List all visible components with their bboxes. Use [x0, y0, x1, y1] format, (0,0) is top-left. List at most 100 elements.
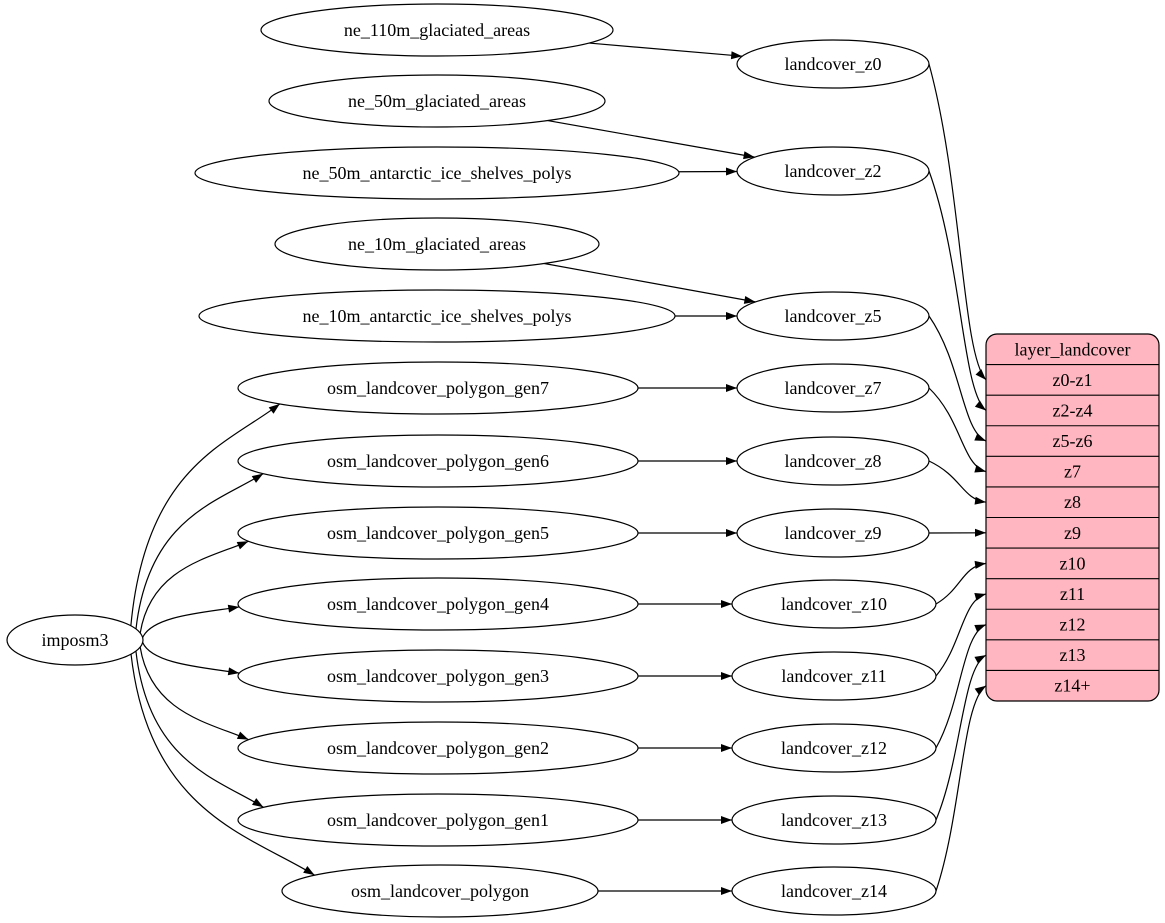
edge-ne_10m_glaciated_areas-landcover_z5-arrowhead — [743, 295, 756, 304]
node-ne_110m_glaciated_areas: ne_110m_glaciated_areas — [260, 3, 614, 57]
edge-landcover_z13-layer_landcover-z13-arrowhead — [974, 655, 986, 664]
node-osm_landcover_polygon-label: osm_landcover_polygon — [351, 881, 529, 901]
node-ne_10m_antarctic_ice_shelves_polys-label: ne_10m_antarctic_ice_shelves_polys — [303, 306, 572, 326]
edge-landcover_z12-layer_landcover-z12-arrowhead — [974, 624, 986, 633]
edge-osm_landcover_polygon_gen6-landcover_z8-arrowhead — [726, 457, 737, 465]
node-landcover_z5-shape — [736, 291, 930, 341]
edge-imposm3-osm_landcover_polygon — [130, 654, 315, 876]
table-row-z0-z1: z0-z1 — [1053, 370, 1093, 390]
edge-imposm3-osm_landcover_polygon_gen3 — [142, 642, 240, 674]
nodes: imposm3 ne_110m_glaciated_areas ne_50m_gla… — [6, 3, 937, 918]
node-landcover_z10-shape — [731, 579, 937, 629]
node-ne_10m_antarctic_ice_shelves_polys-shape — [198, 289, 676, 343]
table-row-z13: z13 — [1060, 645, 1086, 665]
node-landcover_z13: landcover_z13 — [731, 795, 937, 845]
edge-landcover_z0-layer_landcover-z0-z1-arrowhead — [975, 369, 986, 380]
node-landcover_z5-label: landcover_z5 — [785, 306, 882, 326]
node-ne_110m_glaciated_areas-label: ne_110m_glaciated_areas — [344, 20, 530, 40]
node-landcover_z8-shape — [736, 436, 930, 486]
node-ne_10m_glaciated_areas-label: ne_10m_glaciated_areas — [348, 234, 526, 254]
node-osm_landcover_polygon_gen7: osm_landcover_polygon_gen7 — [237, 361, 639, 415]
node-osm_landcover_polygon_gen2: osm_landcover_polygon_gen2 — [237, 721, 639, 775]
node-ne_50m_glaciated_areas: ne_50m_glaciated_areas — [268, 74, 606, 128]
node-osm_landcover_polygon_gen6-label: osm_landcover_polygon_gen6 — [327, 451, 549, 471]
edges — [130, 42, 987, 895]
node-landcover_z13-label: landcover_z13 — [781, 810, 887, 830]
node-osm_landcover_polygon_gen5-label: osm_landcover_polygon_gen5 — [327, 523, 549, 543]
node-landcover_z9: landcover_z9 — [736, 508, 930, 558]
node-osm_landcover_polygon_gen3: osm_landcover_polygon_gen3 — [237, 649, 639, 703]
table-row-z12: z12 — [1060, 615, 1086, 635]
edge-landcover_z10-layer_landcover-z10-arrowhead — [974, 560, 986, 569]
edge-imposm3-osm_landcover_polygon_gen4 — [142, 606, 240, 638]
edge-osm_landcover_polygon_gen4-landcover_z10-arrowhead — [721, 600, 732, 608]
node-ne_50m_glaciated_areas-shape — [268, 74, 606, 128]
table-layer_landcover: layer_landcoverz0-z1z2-z4z5-z6z7z8z9z10z… — [985, 333, 1160, 702]
node-landcover_z2-label: landcover_z2 — [785, 161, 882, 181]
node-osm_landcover_polygon_gen4-shape — [237, 577, 639, 631]
node-ne_110m_glaciated_areas-shape — [260, 3, 614, 57]
edge-imposm3-osm_landcover_polygon_gen3-arrowhead — [227, 667, 240, 676]
node-osm_landcover_polygon_gen5: osm_landcover_polygon_gen5 — [237, 506, 639, 560]
node-osm_landcover_polygon_gen2-shape — [237, 721, 639, 775]
edge-imposm3-osm_landcover_polygon_gen1-arrowhead — [251, 798, 264, 808]
node-osm_landcover_polygon_gen4-label: osm_landcover_polygon_gen4 — [327, 594, 549, 614]
table-row-z2-z4: z2-z4 — [1053, 400, 1093, 420]
node-osm_landcover_polygon-shape — [281, 864, 599, 918]
edge-osm_landcover_polygon_gen1-landcover_z13-arrowhead — [721, 816, 732, 824]
table-row-z9: z9 — [1064, 523, 1081, 543]
edge-landcover_z5-layer_landcover-z5-z6 — [928, 315, 987, 442]
edge-imposm3-osm_landcover_polygon_gen1 — [135, 651, 264, 808]
edge-ne_50m_antarctic_ice_shelves_polys-landcover_z2-arrowhead — [725, 167, 738, 176]
node-landcover_z0: landcover_z0 — [736, 39, 930, 89]
node-imposm3-label: imposm3 — [41, 630, 108, 650]
edge-imposm3-osm_landcover_polygon-arrowhead — [303, 865, 315, 876]
edge-imposm3-osm_landcover_polygon_gen6-arrowhead — [251, 473, 264, 483]
node-landcover_z5: landcover_z5 — [736, 291, 930, 341]
node-osm_landcover_polygon_gen7-label: osm_landcover_polygon_gen7 — [327, 378, 549, 398]
node-landcover_z13-shape — [731, 795, 937, 845]
node-landcover_z0-label: landcover_z0 — [785, 54, 882, 74]
node-landcover_z2-shape — [736, 146, 930, 196]
node-landcover_z14: landcover_z14 — [731, 866, 937, 916]
node-ne_50m_antarctic_ice_shelves_polys-shape — [194, 146, 680, 200]
node-osm_landcover_polygon_gen3-label: osm_landcover_polygon_gen3 — [327, 666, 549, 686]
table-row-z8: z8 — [1064, 492, 1081, 512]
node-imposm3: imposm3 — [6, 614, 144, 666]
node-ne_50m_antarctic_ice_shelves_polys-label: ne_50m_antarctic_ice_shelves_polys — [303, 163, 572, 183]
node-osm_landcover_polygon: osm_landcover_polygon — [281, 864, 599, 918]
edge-ne_50m_glaciated_areas-landcover_z2-arrowhead — [743, 151, 755, 160]
node-landcover_z7: landcover_z7 — [736, 363, 930, 413]
node-osm_landcover_polygon_gen5-shape — [237, 506, 639, 560]
node-osm_landcover_polygon_gen1-label: osm_landcover_polygon_gen1 — [327, 810, 549, 830]
node-landcover_z12-label: landcover_z12 — [781, 738, 887, 758]
table-row-z11: z11 — [1060, 584, 1085, 604]
edge-osm_landcover_polygon_gen5-landcover_z9-arrowhead — [726, 529, 737, 537]
node-landcover_z8: landcover_z8 — [736, 436, 930, 486]
edge-landcover_z7-layer_landcover-z7 — [928, 387, 987, 473]
edge-landcover_z9-layer_landcover-z9-arrowhead — [975, 528, 986, 537]
node-landcover_z10: landcover_z10 — [731, 579, 937, 629]
edge-ne_110m_glaciated_areas-landcover_z0 — [589, 42, 743, 57]
table-row-z14+: z14+ — [1054, 676, 1090, 696]
edge-osm_landcover_polygon-landcover_z14-arrowhead — [721, 887, 732, 895]
node-landcover_z11-label: landcover_z11 — [781, 666, 886, 686]
edge-landcover_z2-layer_landcover-z2-z4-arrowhead — [974, 400, 986, 411]
node-osm_landcover_polygon_gen3-shape — [237, 649, 639, 703]
node-landcover_z9-label: landcover_z9 — [785, 523, 882, 543]
node-landcover_z11-shape — [731, 651, 937, 701]
node-landcover_z8-label: landcover_z8 — [785, 451, 882, 471]
node-landcover_z14-shape — [731, 866, 937, 916]
node-landcover_z12-shape — [731, 723, 937, 773]
node-landcover_z2: landcover_z2 — [736, 146, 930, 196]
edge-ne_10m_glaciated_areas-landcover_z5 — [544, 262, 756, 303]
edge-imposm3-osm_landcover_polygon_gen5-arrowhead — [236, 541, 249, 550]
edge-imposm3-osm_landcover_polygon_gen6 — [135, 473, 264, 630]
edge-landcover_z5-layer_landcover-z5-z6-arrowhead — [974, 433, 986, 442]
edge-landcover_z14-layer_landcover-z14+ — [935, 685, 987, 892]
node-ne_10m_glaciated_areas: ne_10m_glaciated_areas — [274, 217, 600, 271]
node-osm_landcover_polygon_gen1-shape — [237, 793, 639, 847]
node-landcover_z11: landcover_z11 — [731, 651, 937, 701]
node-ne_10m_antarctic_ice_shelves_polys: ne_10m_antarctic_ice_shelves_polys — [198, 289, 676, 343]
